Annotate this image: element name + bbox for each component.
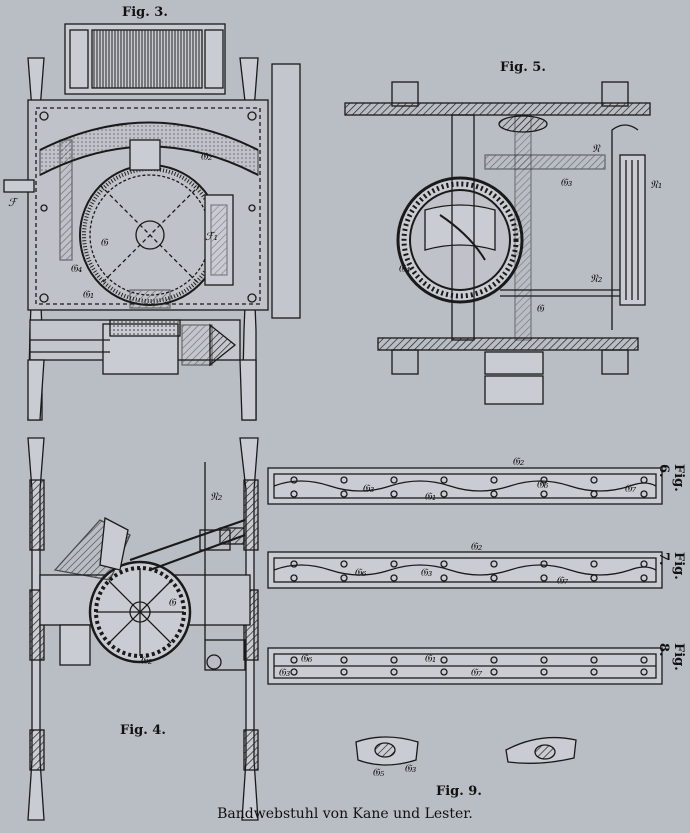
fig4-title: Fig. 4. [120,723,166,738]
fig7-label-1: 𝔊₆ [354,566,367,579]
fig6-label-4: 𝔊₇ [624,482,637,495]
part-labels: ℱ 𝔊 𝔊₁ 𝔊₂ 𝔊₄ ℱ₁ 𝔑₂ 𝔊 𝔊₂ 𝔑₁ 𝔑 𝔊₃ 𝔊₄ 𝔑₂ 𝔊 … [8,142,662,779]
plate-caption: Bandwebstuhl von Kane und Lester. [217,806,473,822]
fig8-drawing [267,647,663,685]
fig8-title: Fig. 8. [656,643,686,671]
fig3-title: Fig. 3. [122,5,168,20]
fig7-title: Fig. 7. [656,552,686,580]
fig7-label-3: 𝔊₇ [556,574,569,587]
fig6-drawing [267,467,663,505]
fig6-label-0: 𝔊₂ [512,455,524,468]
fig3-label-3: 𝔊₂ [200,150,212,163]
fig6-label-2: 𝔊₆ [536,478,549,491]
fig6-title: Fig. 6. [656,464,686,492]
fig3-label-2: 𝔊₁ [82,288,94,301]
fig5-label-3: 𝔊₄ [398,262,410,275]
fig3-drawing [3,23,301,421]
fig9-title: Fig. 9. [436,784,482,799]
fig4-label-2: 𝔊₂ [140,654,152,667]
fig6-label-1: 𝔊₃ [362,482,374,495]
fig3-label-4: 𝔊₄ [70,262,82,275]
fig7-label-2: 𝔊₃ [420,566,432,579]
fig3-label-1: 𝔊 [100,236,109,249]
fig5-drawing [344,81,651,405]
fig9-label-0: 𝔊₅ [372,766,385,779]
fig5-label-5: 𝔊 [536,302,545,315]
fig9-label-1: 𝔊₃ [404,762,416,775]
fig5-label-1: 𝔑 [592,142,601,155]
fig4-label-0: 𝔑₂ [210,490,222,503]
fig4-drawing [27,437,259,821]
fig5-title: Fig. 5. [500,60,546,75]
fig5-label-0: 𝔑₁ [650,178,662,191]
fig4-label-1: 𝔊 [168,596,177,609]
fig7-drawing [267,551,663,589]
fig3-label-5: ℱ₁ [205,230,218,243]
fig8-label-2: 𝔊₃ [278,666,290,679]
fig5-label-2: 𝔊₃ [560,176,572,189]
fig5-label-4: 𝔑₂ [590,272,602,285]
fig9-drawing [355,736,577,766]
fig8-label-3: 𝔊₇ [470,666,483,679]
fig8-label-1: 𝔊₁ [424,652,436,665]
fig6-label-3: 𝔊₁ [424,490,436,503]
fig7-label-0: 𝔊₂ [470,540,482,553]
fig3-label-0: ℱ [8,196,19,209]
fig8-label-0: 𝔊₆ [300,652,313,665]
